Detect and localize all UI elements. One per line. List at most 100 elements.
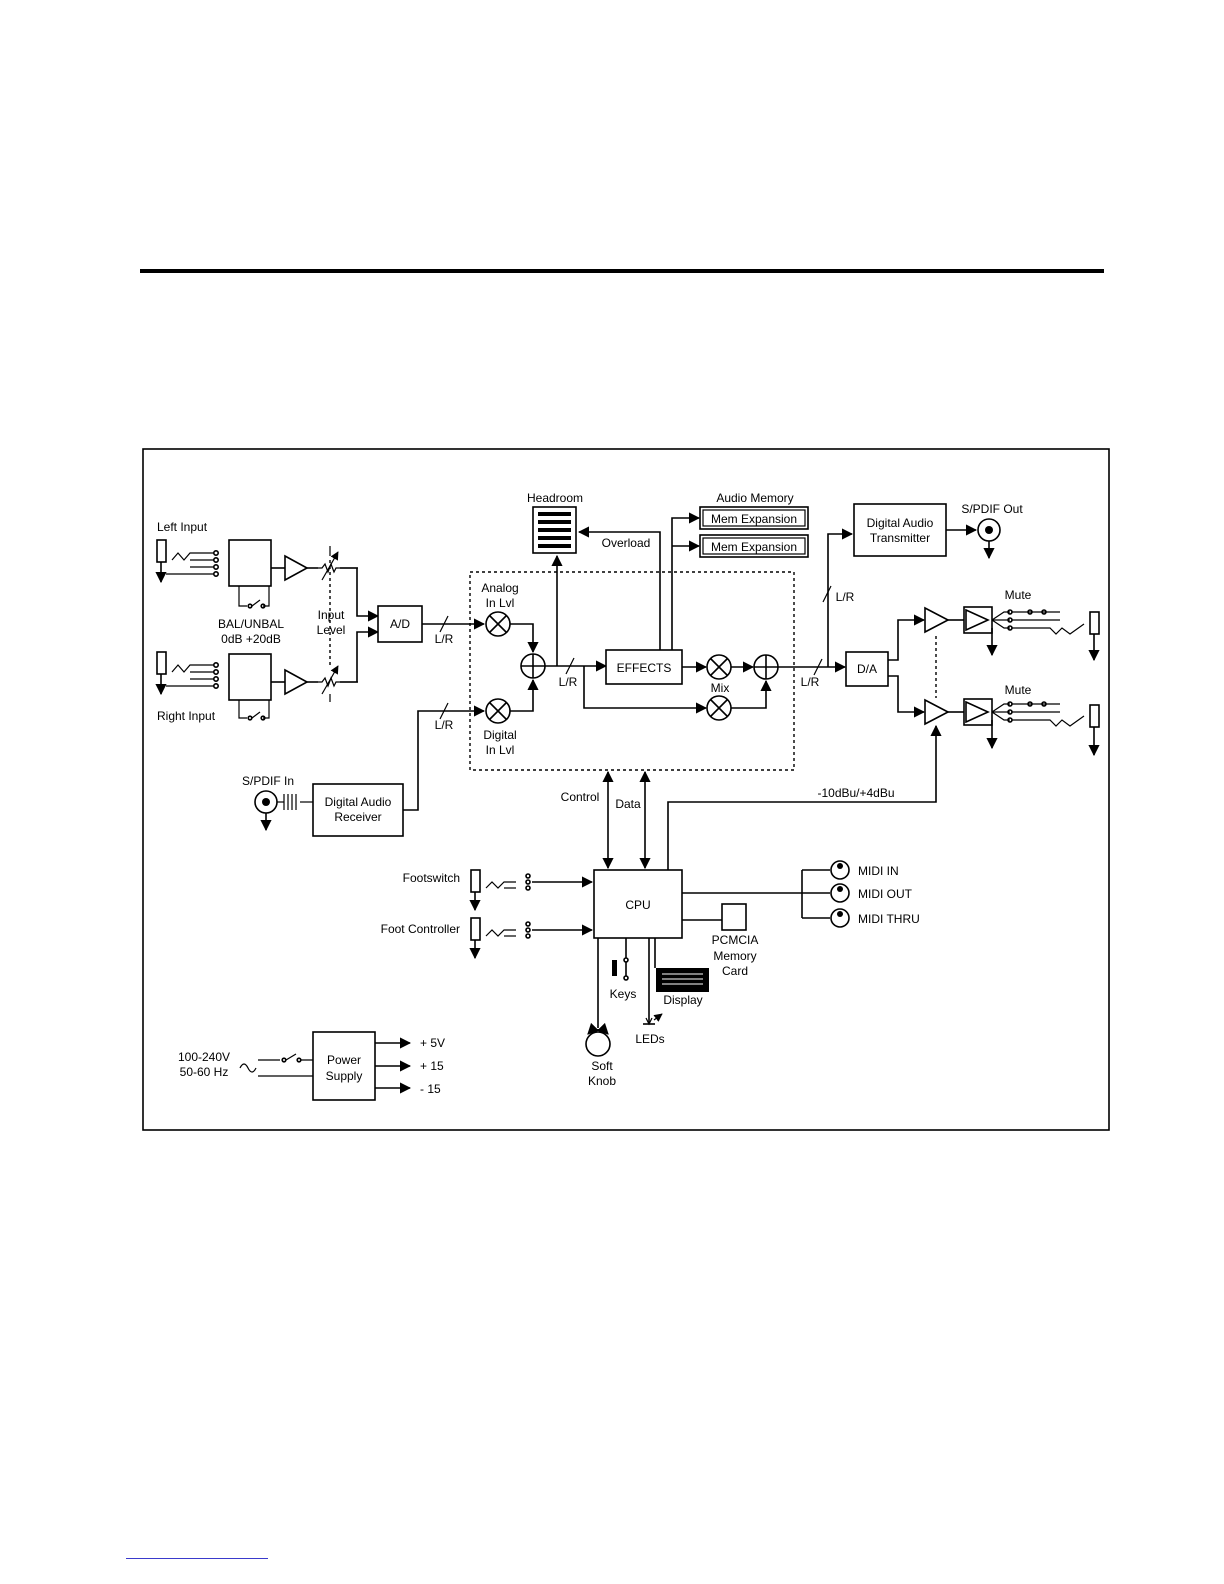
label-mute-2: Mute — [1005, 683, 1032, 697]
label-mute-1: Mute — [1005, 588, 1032, 602]
left-input-jack — [155, 539, 220, 584]
mains-input — [239, 1053, 313, 1077]
right-input-level-pot — [318, 665, 358, 702]
led-indicator — [643, 1013, 663, 1026]
left-output-stage — [963, 606, 1100, 662]
label-headroom: Headroom — [527, 491, 583, 505]
label-foot-controller: Foot Controller — [381, 922, 460, 936]
label-leds: LEDs — [635, 1032, 664, 1046]
label-midi-thru: MIDI THRU — [858, 912, 920, 926]
label-midi-out: MIDI OUT — [858, 887, 913, 901]
midi-in-port — [830, 860, 850, 880]
left-bal-unbal-block — [228, 539, 272, 587]
mem-expansion-2 — [699, 534, 809, 558]
mix-dry-multiplier — [706, 695, 732, 721]
left-input-level-pot — [318, 546, 358, 581]
label-mix: Mix — [711, 681, 730, 695]
label-footswitch: Footswitch — [403, 871, 460, 885]
midi-thru-port — [830, 908, 850, 928]
label-power-supply-1: Power — [327, 1053, 361, 1067]
label-left-input: Left Input — [157, 520, 208, 534]
label-analog-in-lvl-1: Analog — [481, 581, 518, 595]
label-input-level-1: Input — [318, 608, 345, 622]
input-summing-junction — [520, 653, 546, 679]
right-output-level-amp — [924, 698, 950, 726]
label-soft-knob-1: Soft — [591, 1059, 613, 1073]
label-digital-in-lvl-2: In Lvl — [486, 743, 515, 757]
mix-wet-multiplier — [706, 654, 732, 680]
effects-processor — [605, 649, 683, 685]
label-da: D/A — [857, 662, 877, 676]
label-digital-in-lvl-1: Digital — [483, 728, 516, 742]
label-rail-m15: - 15 — [420, 1082, 441, 1096]
label-output-level: -10dBu/+4dBu — [817, 786, 894, 800]
label-spdif-out: S/PDIF Out — [961, 502, 1023, 516]
headroom-meter-bars — [538, 512, 571, 548]
label-transmitter-2: Transmitter — [870, 531, 930, 545]
pcmcia-card — [721, 903, 747, 931]
left-input-amp — [284, 554, 309, 582]
analog-in-level-multiplier — [485, 611, 511, 637]
label-pcmcia-3: Card — [722, 964, 748, 978]
label-soft-knob-2: Knob — [588, 1074, 616, 1088]
da-converter — [845, 651, 889, 687]
mem-expansion-1 — [699, 506, 809, 530]
label-mains-1: 100-240V — [178, 1050, 230, 1064]
label-lr-ad: L/R — [435, 632, 454, 646]
label-mains-2: 50-60 Hz — [180, 1065, 229, 1079]
label-cpu: CPU — [625, 898, 650, 912]
spdif-in-jack — [254, 790, 313, 832]
label-ad: A/D — [390, 617, 410, 631]
label-pcmcia-2: Memory — [713, 949, 756, 963]
midi-out-port — [830, 883, 850, 903]
left-output-level-amp — [924, 606, 950, 634]
label-mem-expansion-2: Mem Expansion — [711, 540, 797, 554]
label-transmitter-1: Digital Audio — [867, 516, 934, 530]
label-effects: EFFECTS — [617, 661, 672, 675]
label-lr-spdif: L/R — [836, 590, 855, 604]
label-display: Display — [663, 993, 702, 1007]
label-mem-expansion-1: Mem Expansion — [711, 512, 797, 526]
label-overload: Overload — [602, 536, 651, 550]
footswitch-jack — [469, 869, 531, 912]
cpu — [593, 869, 683, 939]
right-gain-switch — [238, 700, 270, 719]
label-control: Control — [561, 790, 600, 804]
label-rail-5v: + 5V — [420, 1036, 445, 1050]
label-bal-unbal: BAL/UNBAL — [218, 617, 284, 631]
diagram-frame — [142, 448, 1110, 1131]
right-output-stage — [963, 698, 1100, 757]
label-receiver-1: Digital Audio — [325, 795, 392, 809]
label-lr-out: L/R — [801, 675, 820, 689]
label-audio-memory: Audio Memory — [716, 491, 793, 505]
label-spdif-in: S/PDIF In — [242, 774, 294, 788]
right-bal-unbal-block — [228, 653, 272, 701]
digital-in-level-multiplier — [485, 698, 511, 724]
keys-switch — [612, 938, 629, 981]
display-panel — [656, 968, 709, 992]
digital-audio-receiver — [312, 783, 404, 837]
label-lr-sum: L/R — [559, 675, 578, 689]
label-power-supply-2: Supply — [326, 1069, 363, 1083]
label-gain-options: 0dB +20dB — [221, 632, 281, 646]
label-right-input: Right Input — [157, 709, 216, 723]
footnote-rule — [126, 1558, 268, 1559]
label-midi-in: MIDI IN — [858, 864, 899, 878]
spdif-out-jack — [977, 518, 1001, 560]
label-data: Data — [615, 797, 641, 811]
output-summing-junction — [753, 654, 779, 680]
left-gain-switch — [238, 586, 270, 607]
foot-controller-jack — [469, 917, 531, 960]
label-receiver-2: Receiver — [334, 810, 381, 824]
label-pcmcia-1: PCMCIA — [712, 933, 759, 947]
power-supply — [312, 1031, 376, 1101]
soft-knob — [585, 1022, 611, 1057]
label-keys: Keys — [610, 987, 637, 1001]
label-rail-p15: + 15 — [420, 1059, 444, 1073]
right-input-jack — [155, 651, 220, 696]
top-rule — [140, 269, 1104, 273]
label-lr-digital: L/R — [435, 718, 454, 732]
dsp-region — [469, 571, 795, 771]
digital-audio-transmitter — [853, 503, 947, 557]
